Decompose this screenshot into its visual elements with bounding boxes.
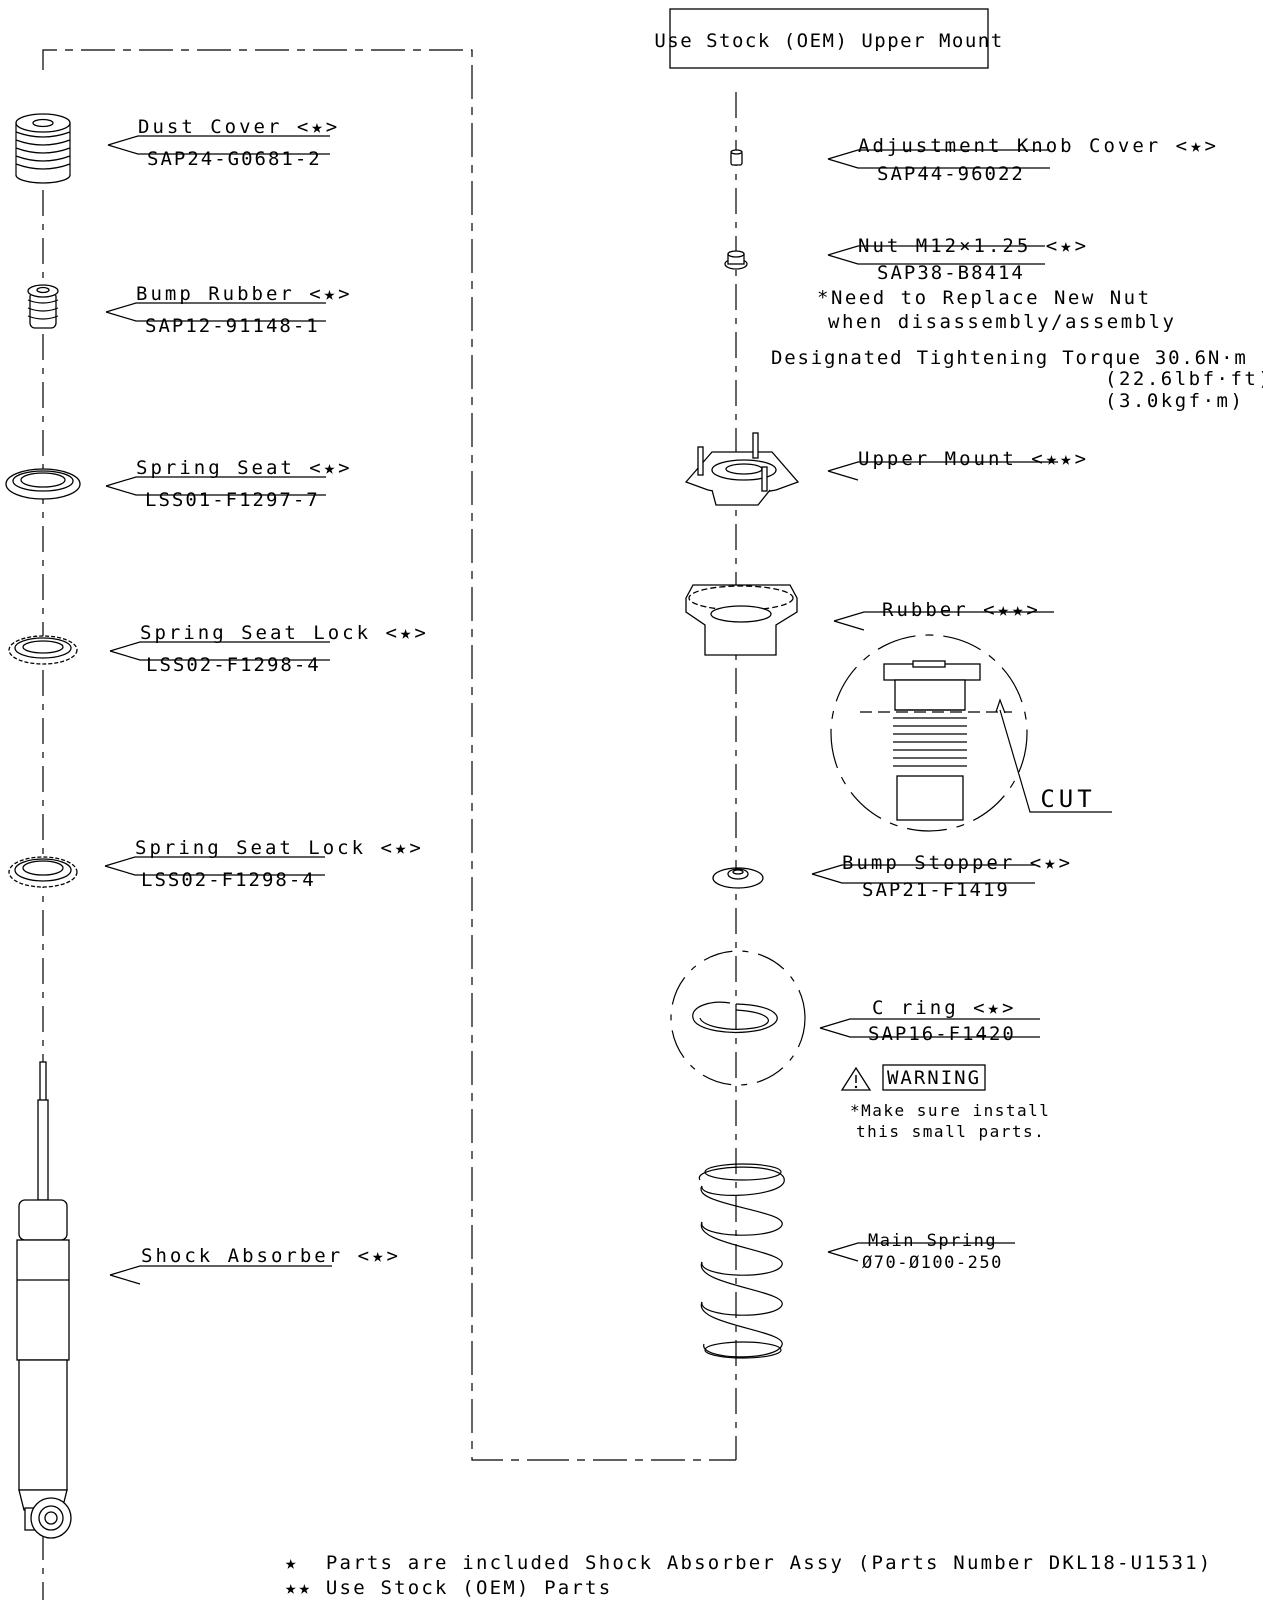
- spring-seat-lock-part-number: LSS02-F1298-4: [141, 869, 316, 891]
- bump-stopper-part-number: SAP21-F1419: [862, 879, 1010, 901]
- spring-seat-lock-icon: [8, 635, 78, 665]
- upper-mount-header: Use Stock (OEM) Upper Mount: [654, 8, 1003, 69]
- nut-icon: [724, 250, 748, 270]
- spring-seat-part-number: LSS01-F1297-7: [145, 489, 320, 511]
- dust-cover-part-number: SAP24-G0681-2: [147, 148, 322, 170]
- legend-double-star: ★★ Use Stock (OEM) Parts: [285, 1577, 612, 1599]
- dust-cover-icon: [15, 113, 71, 184]
- warning-note-1: *Make sure install: [850, 1101, 1050, 1120]
- nut-part-number: SAP38-B8414: [877, 262, 1025, 284]
- rubber-cut-detail: CUT: [830, 634, 1112, 832]
- rubber-icon: [685, 584, 798, 656]
- c-ring-part-number: SAP16-F1420: [868, 1023, 1016, 1045]
- c-ring-label: C ring <★>: [872, 997, 1016, 1019]
- upper-mount-icon: [684, 432, 800, 506]
- spring-seat-lock-part-number: LSS02-F1298-4: [146, 654, 321, 676]
- spring-seat-label: Spring Seat <★>: [136, 457, 353, 479]
- spring-seat-lock-icon: [8, 856, 78, 888]
- warning-badge: WARNING: [840, 1064, 986, 1091]
- bump-rubber-label: Bump Rubber <★>: [136, 283, 353, 305]
- warning-text: WARNING: [887, 1067, 981, 1089]
- legend: ★ Parts are included Shock Absorber Assy…: [285, 1552, 1212, 1599]
- torque-line-3: (3.0kgf·m): [1105, 390, 1244, 412]
- spring-seat-lock-label: Spring Seat Lock <★>: [140, 622, 429, 644]
- bump-rubber-icon: [27, 284, 59, 329]
- rubber-label: Rubber <★★>: [882, 599, 1041, 621]
- nut-note-1: *Need to Replace New Nut: [817, 287, 1152, 309]
- spring-seat-lock-label: Spring Seat Lock <★>: [135, 837, 424, 859]
- upper-mount-header-text: Use Stock (OEM) Upper Mount: [654, 30, 1003, 52]
- bump-rubber-part-number: SAP12-91148-1: [145, 315, 320, 337]
- right-callouts: Adjustment Knob Cover <★> SAP44-96022 Nu…: [771, 135, 1263, 1273]
- spring-seat-icon: [5, 468, 81, 500]
- torque-line-1: Designated Tightening Torque 30.6N·m: [771, 347, 1248, 369]
- main-spring-part-number: Ø70-Ø100-250: [862, 1253, 1003, 1273]
- knob-cover-label: Adjustment Knob Cover <★>: [858, 135, 1219, 157]
- shock-absorber-label: Shock Absorber <★>: [141, 1245, 401, 1267]
- cut-label: CUT: [1040, 785, 1095, 813]
- nut-note-2: when disassembly/assembly: [828, 311, 1176, 333]
- legend-single-star: ★ Parts are included Shock Absorber Assy…: [285, 1552, 1212, 1574]
- c-ring-detail: [670, 950, 806, 1086]
- nut-label: Nut M12×1.25 <★>: [858, 235, 1089, 257]
- torque-line-2: (22.6lbf·ft): [1105, 368, 1263, 390]
- knob-cover-part-number: SAP44-96022: [877, 163, 1025, 185]
- bump-stopper-label: Bump Stopper <★>: [842, 852, 1073, 874]
- warning-note-2: this small parts.: [856, 1122, 1045, 1141]
- bump-stopper-icon: [712, 867, 764, 889]
- knob-cover-icon: [730, 149, 743, 166]
- shock-absorber-icon: [16, 1061, 72, 1539]
- left-callouts: Dust Cover <★> SAP24-G0681-2 Bump Rubber…: [104, 116, 429, 1285]
- main-spring-label: Main Spring: [868, 1231, 997, 1251]
- main-spring-icon: [699, 1163, 785, 1359]
- upper-mount-label: Upper Mount <★★>: [858, 448, 1089, 470]
- dust-cover-label: Dust Cover <★>: [138, 116, 340, 138]
